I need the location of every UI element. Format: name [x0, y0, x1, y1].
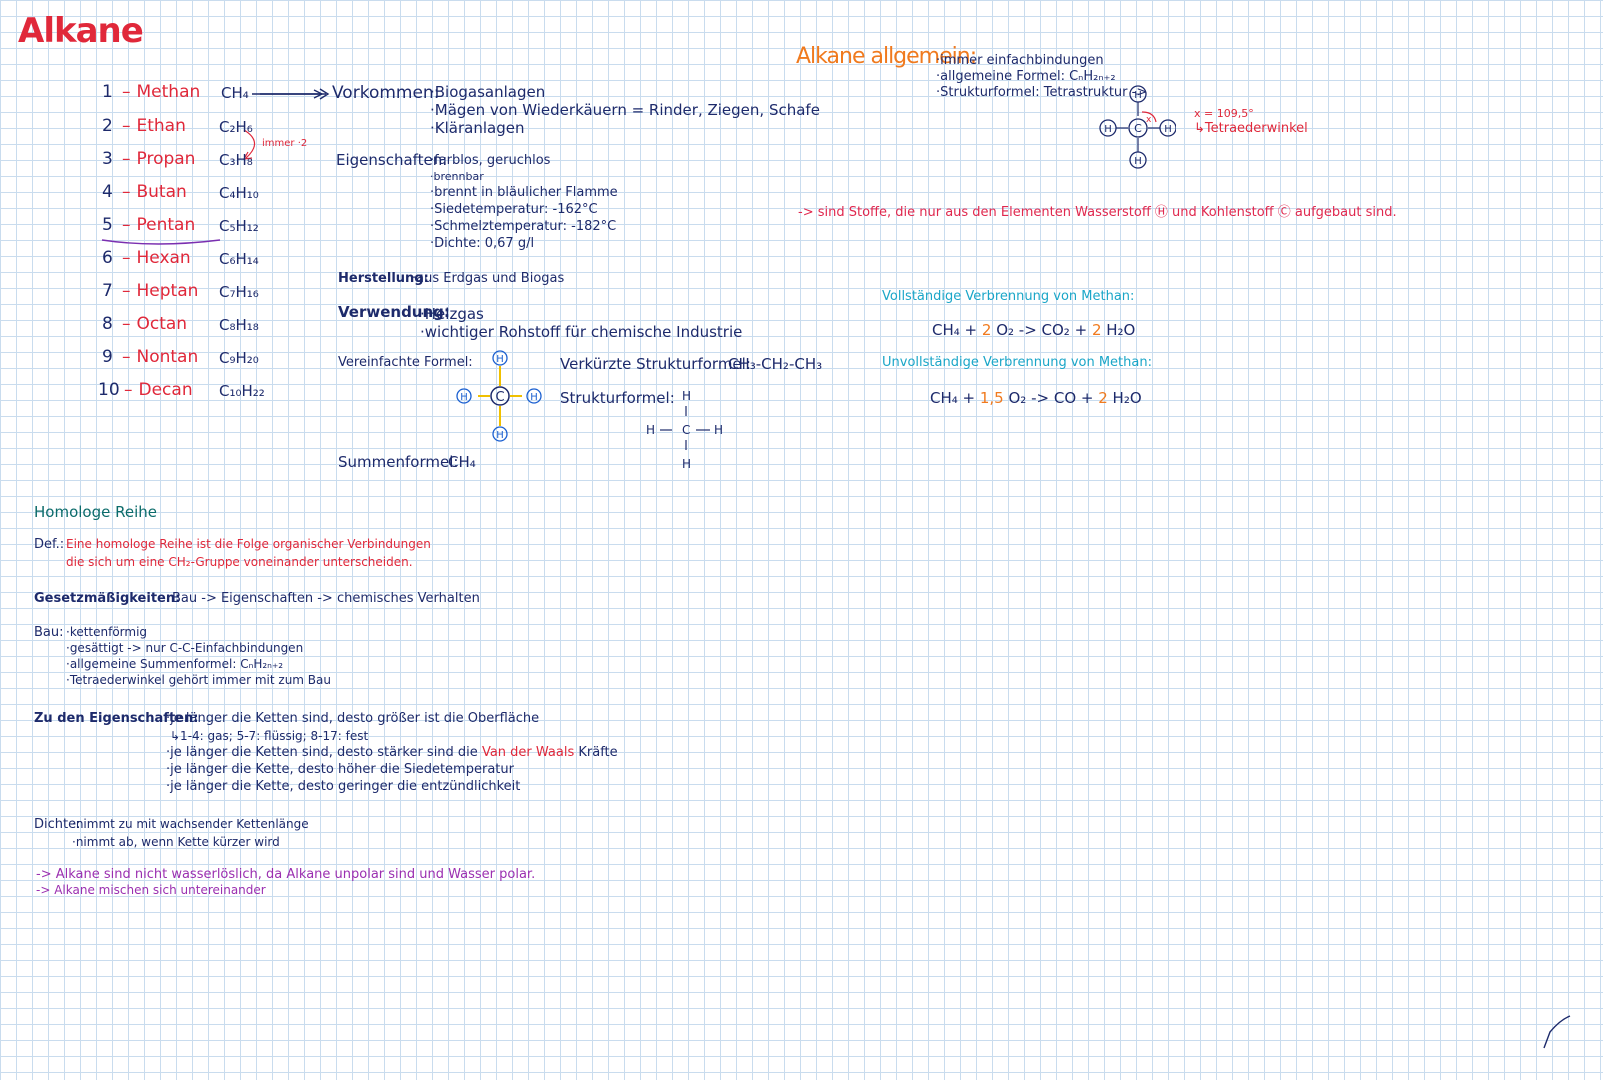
homolog-heading: Homologe Reihe	[34, 503, 157, 521]
herstellung-value: ·aus Erdgas und Biogas	[412, 271, 565, 286]
conclusion: -> Alkane mischen sich untereinander	[36, 883, 266, 897]
list-item: 5–Pentan	[102, 215, 196, 235]
eig-line: ·je länger die Kette, desto höher die Si…	[166, 762, 514, 777]
vorkommen-item: ·Mägen von Wiederkäuern = Rinder, Ziegen…	[430, 101, 820, 119]
angle-note: ↳Tetraederwinkel	[1194, 121, 1308, 136]
eigenschaften-item: ·Schmelztemperatur: -182°C	[430, 219, 617, 234]
definition-text: -> sind Stoffe, die nur aus den Elemente…	[798, 205, 1397, 220]
voll-verbrennung-equation: CH₄ + 2 O₂ -> CO₂ + 2 H₂O	[932, 321, 1136, 339]
eigenschaften-item: ·Siedetemperatur: -162°C	[430, 202, 598, 217]
unvoll-verbrennung-heading: Unvollständige Verbrennung von Methan:	[882, 355, 1152, 370]
formula-heptan: C₇H₁₆	[219, 283, 259, 301]
dichte-line: ·nimmt zu mit wachsender Kettenlänge	[72, 817, 309, 831]
bau-line: ·Tetraederwinkel gehört immer mit zum Ba…	[66, 673, 331, 687]
eigenschaften-item: ·brennt in bläulicher Flamme	[430, 185, 618, 200]
struktur-label: Strukturformel:	[560, 389, 675, 407]
formula-decan: C₁₀H₂₂	[219, 382, 265, 400]
svg-text:H: H	[496, 354, 504, 365]
immer-note: immer ·2	[262, 138, 308, 149]
svg-text:C: C	[1134, 122, 1142, 135]
formula-pentan: C₅H₁₂	[219, 217, 259, 235]
svg-text:x: x	[1146, 115, 1152, 125]
page-title: Alkane	[18, 11, 144, 51]
vorkommen-label: Vorkommen:	[332, 83, 440, 103]
formula-ethan: C₂H₆	[219, 118, 253, 136]
formula-methan: CH₄	[221, 84, 249, 102]
methan-arrow	[260, 88, 330, 100]
eigenschaften-item: ·brennbar	[430, 170, 484, 183]
verkuerzte-value: CH₃-CH₂-CH₃	[728, 355, 823, 373]
verwendung-item: ·Heizgas	[420, 305, 484, 323]
simplified-formula-diagram: C H H H H	[456, 350, 542, 442]
bau-line: ·gesättigt -> nur C-C-Einfachbindungen	[66, 641, 304, 655]
structural-formula-diagram: H H C H H	[646, 389, 723, 471]
formula-hexan: C₆H₁₄	[219, 250, 259, 268]
list-item: 6–Hexan	[102, 248, 191, 268]
svg-text:H: H	[496, 430, 504, 441]
svg-text:H: H	[682, 457, 691, 471]
svg-text:C: C	[682, 423, 690, 437]
summen-value: CH₄	[448, 453, 476, 471]
list-item: 8–Octan	[102, 314, 188, 334]
eig-line: ·je länger die Kette, desto geringer die…	[166, 779, 521, 794]
svg-text:H: H	[646, 423, 655, 437]
tetrahedral-diagram: H H C H H x	[1099, 85, 1176, 169]
gesetz-value: Bau -> Eigenschaften -> chemisches Verha…	[172, 591, 480, 606]
eigenschaften-item: ·farblos, geruchlos	[430, 153, 551, 168]
list-item: 1–Methan	[102, 82, 201, 102]
dichte-label: Dichte:	[34, 817, 81, 832]
svg-text:H: H	[530, 392, 538, 403]
list-item: 4–Butan	[102, 182, 187, 202]
eig-line: ·je länger die Ketten sind, desto größer…	[166, 711, 540, 726]
svg-text:H: H	[1104, 124, 1112, 135]
svg-text:H: H	[714, 423, 723, 437]
def-line: Eine homologe Reihe ist die Folge organi…	[66, 537, 431, 551]
bau-line: ·allgemeine Summenformel: CₙH₂ₙ₊₂	[66, 657, 284, 671]
eig-line: ↳1-4: gas; 5-7: flüssig; 8-17: fest	[170, 729, 369, 743]
list-item: 10–Decan	[98, 380, 193, 400]
herstellung-label: Herstellung:	[338, 271, 429, 286]
eig-label: Zu den Eigenschaften:	[34, 711, 199, 726]
voll-verbrennung-heading: Vollständige Verbrennung von Methan:	[882, 289, 1135, 304]
list-item: 3–Propan	[102, 149, 196, 169]
list-item: 2–Ethan	[102, 116, 186, 136]
svg-text:H: H	[460, 392, 468, 403]
allgemein-item: ·allgemeine Formel: CₙH₂ₙ₊₂	[936, 69, 1116, 84]
svg-text:H: H	[1134, 156, 1142, 167]
gesetz-label: Gesetzmäßigkeiten:	[34, 591, 181, 606]
bau-line: ·kettenförmig	[66, 625, 148, 639]
eigenschaften-item: ·Dichte: 0,67 g/l	[430, 236, 535, 251]
summen-label: Summenformel:	[338, 453, 459, 471]
eigenschaften-label: Eigenschaften:	[336, 151, 448, 169]
svg-text:H: H	[682, 389, 691, 403]
svg-text:H: H	[1134, 90, 1142, 101]
vorkommen-item: ·Kläranlagen	[430, 119, 525, 137]
vorkommen-item: ·Biogasanlagen	[430, 83, 546, 101]
svg-text:H: H	[1164, 124, 1172, 135]
vereinfachte-label: Vereinfachte Formel:	[338, 355, 473, 370]
bau-label: Bau:	[34, 625, 64, 640]
allgemein-item: ·immer einfachbindungen	[936, 53, 1104, 68]
formula-butan: C₄H₁₀	[219, 184, 259, 202]
pen-mark-icon	[1543, 1015, 1571, 1049]
formula-octan: C₈H₁₈	[219, 316, 259, 334]
list-item: 9–Nontan	[102, 347, 199, 367]
verwendung-item: ·wichtiger Rohstoff für chemische Indust…	[420, 323, 743, 341]
dichte-line: ·nimmt ab, wenn Kette kürzer wird	[72, 835, 280, 849]
formula-propan: C₃H₈	[219, 151, 253, 169]
angle-value: x = 109,5°	[1194, 107, 1254, 120]
svg-text:C: C	[495, 390, 504, 405]
eig-line-vdw: ·je länger die Ketten sind, desto stärke…	[166, 745, 618, 760]
allgemein-item: ·Strukturformel: Tetrastruktur ->	[936, 85, 1148, 100]
verwendung-label: Verwendung:	[338, 303, 450, 321]
formula-nontan: C₉H₂₀	[219, 349, 259, 367]
list-item: 7–Heptan	[102, 281, 199, 301]
conclusion: -> Alkane sind nicht wasserlöslich, da A…	[36, 867, 536, 882]
def-line: die sich um eine CH₂-Gruppe voneinander …	[66, 555, 413, 569]
verkuerzte-label: Verkürzte Strukturformel:	[560, 355, 751, 373]
unvoll-verbrennung-equation: CH₄ + 1,5 O₂ -> CO + 2 H₂O	[930, 389, 1142, 407]
def-label: Def.:	[34, 537, 65, 552]
allgemein-heading: Alkane allgemein:	[796, 44, 977, 69]
